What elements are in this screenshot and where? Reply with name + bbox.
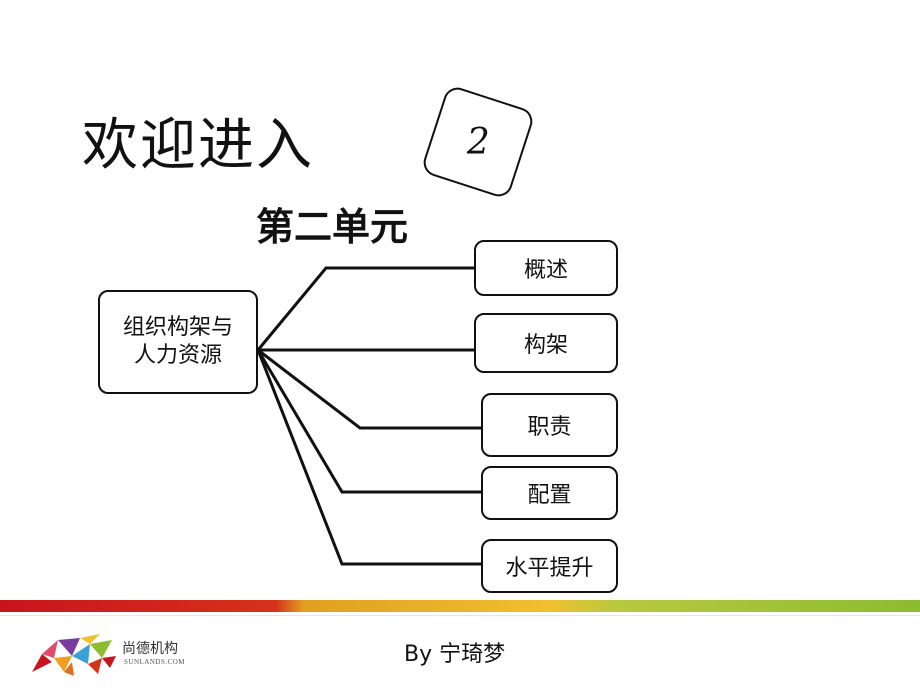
bull-logo-icon	[32, 634, 116, 676]
connector-duties	[257, 348, 481, 430]
node-structure-label: 构架	[523, 333, 568, 358]
node-duties: 职责	[481, 393, 618, 457]
root-node-line2: 人力资源	[133, 343, 222, 368]
logo-name: 尚德机构	[122, 641, 178, 657]
node-duties-label: 职责	[527, 415, 572, 440]
slide-title: 欢迎进入	[82, 113, 314, 178]
footer-color-bar	[0, 600, 920, 612]
node-overview-label: 概述	[523, 258, 568, 283]
footer-divider	[0, 615, 920, 616]
node-overview: 概述	[474, 240, 618, 296]
unit-title: 第二单元	[256, 205, 409, 249]
connector-improvement	[256, 349, 481, 566]
root-node: 组织构架与 人力资源	[98, 290, 258, 394]
node-improvement: 水平提升	[481, 539, 618, 593]
node-improvement-label: 水平提升	[505, 556, 594, 581]
connector-lines	[256, 266, 481, 566]
connector-overview	[256, 266, 474, 351]
node-structure: 构架	[474, 313, 618, 373]
author-credit: By 宁琦梦	[404, 642, 506, 667]
logo-url: SUNLANDS.COM	[124, 658, 186, 666]
node-allocation-label: 配置	[527, 483, 572, 508]
root-node-line1: 组织构架与	[122, 315, 233, 340]
connector-allocation	[256, 349, 481, 494]
node-allocation: 配置	[481, 466, 618, 520]
